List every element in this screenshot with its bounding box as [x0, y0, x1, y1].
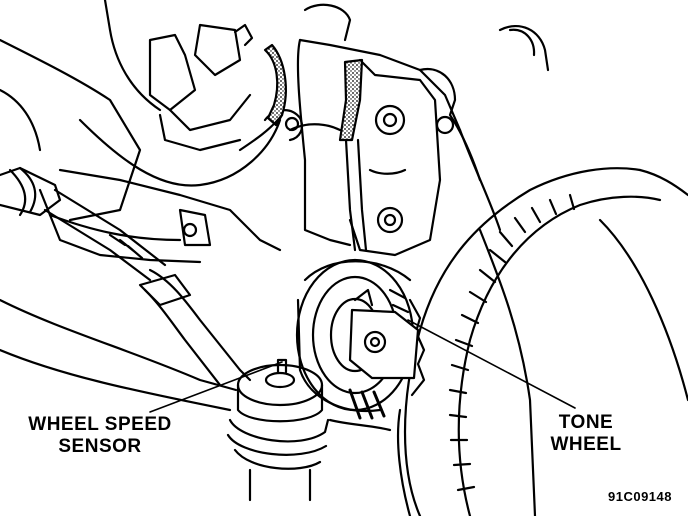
leader-lines [149, 319, 576, 413]
wheel-speed-sensor-label-line2: SENSOR [58, 436, 142, 457]
drive-axle [0, 166, 252, 387]
wheel-speed-sensor-label: WHEEL SPEED SENSOR [14, 414, 186, 458]
figure-code: 91C09148 [608, 489, 672, 504]
upper-control-arm [288, 3, 502, 257]
background-engine-structure [0, 0, 304, 264]
brake-hose-left [238, 43, 287, 152]
tone-wheel-leader [407, 319, 576, 409]
brake-hose-right [338, 58, 368, 252]
tone-wheel-label-line1: TONE [558, 412, 614, 433]
wheel-speed-sensor-label-line1: WHEEL SPEED [28, 414, 172, 435]
sensor-bracket [348, 288, 420, 380]
tone-wheel-label: TONE WHEEL [538, 412, 634, 456]
brake-rotor [396, 167, 688, 516]
tie-rod-end [0, 298, 392, 502]
tone-wheel-label-line2: WHEEL [550, 434, 622, 455]
wheel-interior [478, 25, 688, 516]
wheel-speed-sensor-leader [149, 361, 283, 413]
